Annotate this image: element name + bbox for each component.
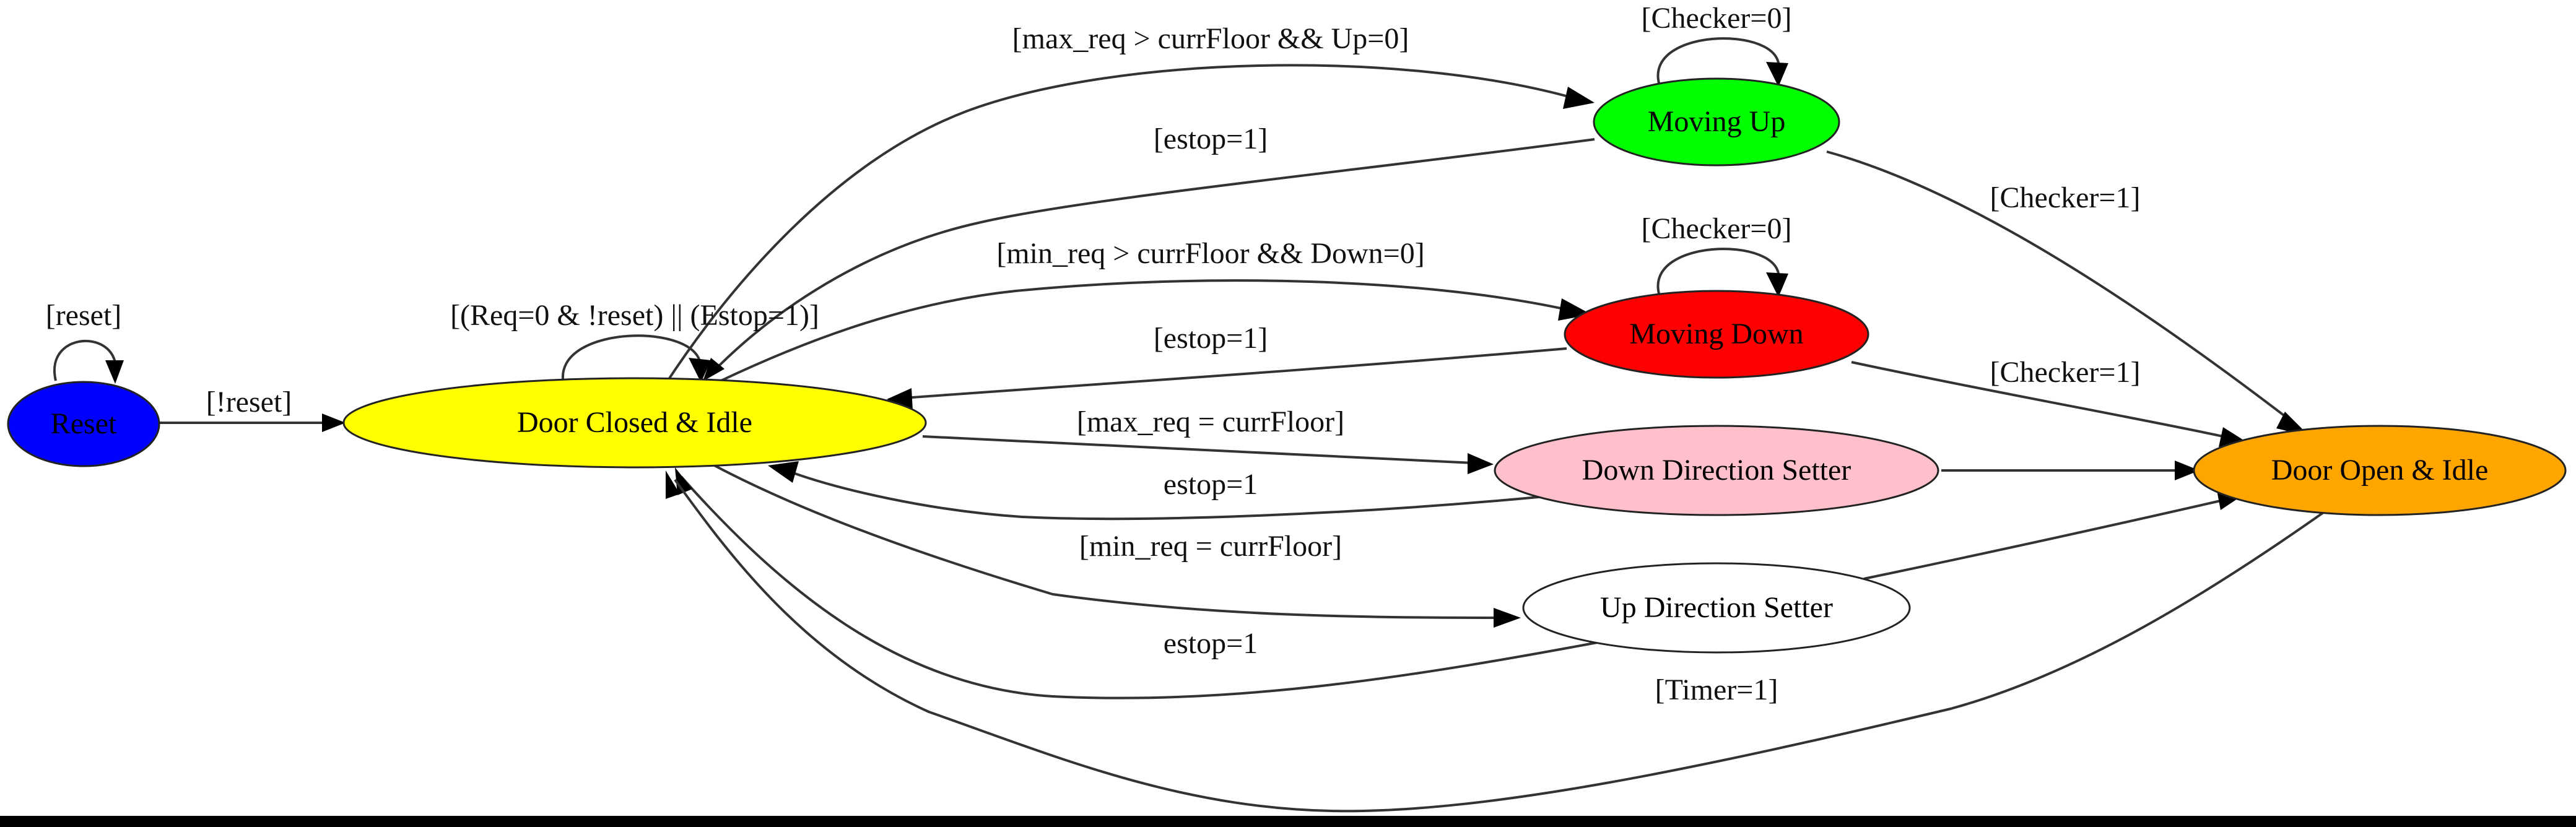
node-moving-down-label: Moving Down [1629, 318, 1803, 350]
edge-label-closed-self: [(Req=0 & !reset) || (Estop=1)] [450, 299, 819, 332]
edge-up-setter-to-closed [680, 475, 1604, 699]
edge-closed-to-up-setter [711, 463, 1499, 619]
edge-moving-up-to-open [1826, 150, 2292, 422]
node-door-closed-idle[interactable]: Door Closed & Idle [342, 377, 927, 469]
edge-label-closed-to-moving-down: [min_req > currFloor && Down=0] [996, 237, 1424, 270]
arrowhead-closed-to-moving-up [1563, 87, 1595, 109]
edge-moving-up-to-closed [711, 138, 1595, 374]
arrowhead-down-setter-to-open [2175, 461, 2200, 480]
node-moving-down-shape [1564, 290, 1869, 379]
node-reset-label: Reset [51, 407, 117, 440]
edge-label-moving-up-self: [Checker=0] [1642, 2, 1792, 35]
edge-closed-to-moving-up [664, 64, 1573, 385]
arrowhead-closed-self [689, 358, 711, 383]
arrowhead-closed-to-down-setter [1468, 453, 1494, 474]
edge-moving-down-self [1656, 248, 1780, 297]
edge-closed-self [561, 334, 702, 384]
edge-label-moving-up-to-closed: [estop=1] [1154, 123, 1268, 155]
edge-up-setter-to-open [1863, 499, 2224, 580]
node-up-direction-setter-label: Up Direction Setter [1600, 591, 1833, 624]
node-moving-up-shape [1593, 77, 1840, 167]
edge-closed-to-down-setter [922, 435, 1474, 464]
edge-label-reset-self: [reset] [46, 299, 122, 332]
edge-moving-down-to-closed [903, 347, 1567, 399]
node-door-open-idle-shape [2193, 425, 2567, 516]
edge-down-setter-to-closed [786, 469, 1546, 521]
node-moving-down[interactable]: Moving Down [1564, 290, 1869, 379]
edge-label-closed-to-moving-up: [max_req > currFloor && Up=0] [1012, 22, 1409, 55]
arrowhead-reset-to-closed [322, 413, 346, 432]
node-down-direction-setter-shape [1494, 425, 1939, 516]
node-down-direction-setter-label: Down Direction Setter [1582, 454, 1852, 487]
edge-label-up-setter-to-closed: estop=1 [1164, 627, 1258, 660]
arrowhead-moving-up-self [1766, 62, 1788, 87]
node-up-direction-setter-shape [1522, 562, 1911, 654]
edge-label-down-setter-to-closed: estop=1 [1164, 468, 1258, 501]
edge-label-moving-down-to-closed: [estop=1] [1154, 322, 1268, 355]
edge-moving-up-self [1656, 37, 1780, 86]
edge-closed-to-moving-down [718, 279, 1567, 383]
arrowhead-moving-down-to-closed [887, 388, 913, 410]
edge-label-moving-down-self: [Checker=0] [1642, 212, 1792, 245]
bottom-border-bar [0, 816, 2576, 827]
edge-label-reset-to-closed: [!reset] [206, 386, 292, 418]
arrowhead-closed-to-up-setter [1494, 608, 1521, 628]
node-door-open-idle[interactable]: Door Open & Idle [2193, 425, 2567, 516]
node-door-open-idle-label: Door Open & Idle [2271, 454, 2489, 487]
arrowhead-moving-up-to-closed [703, 358, 724, 381]
arrowhead-reset-self [105, 360, 124, 384]
node-door-closed-idle-label: Door Closed & Idle [517, 406, 752, 439]
arrowhead-up-setter-to-closed [675, 467, 692, 495]
arrowhead-down-setter-to-closed [768, 461, 799, 483]
edge-label-closed-to-down-setter: [max_req = currFloor] [1077, 405, 1344, 438]
arrowhead-open-to-closed [666, 470, 680, 499]
nodes: Reset Door Closed & Idle Moving Up Movin… [7, 77, 2567, 654]
arrowhead-moving-down-self [1766, 272, 1788, 297]
edge-label-moving-down-to-open: [Checker=1] [1990, 356, 2141, 389]
edge-open-to-closed [674, 478, 2325, 813]
edge-label-open-to-closed: [Timer=1] [1655, 673, 1778, 706]
edge-label-moving-up-to-open: [Checker=1] [1990, 181, 2141, 214]
node-reset-shape [7, 381, 160, 467]
node-moving-up-label: Moving Up [1648, 105, 1786, 138]
node-up-direction-setter[interactable]: Up Direction Setter [1522, 562, 1911, 654]
node-door-closed-idle-shape [342, 377, 927, 469]
node-moving-up[interactable]: Moving Up [1593, 77, 1840, 167]
node-down-direction-setter[interactable]: Down Direction Setter [1494, 425, 1939, 516]
edge-label-closed-to-up-setter: [min_req = currFloor] [1079, 530, 1342, 563]
edge-labels: [reset] [!reset] [(Req=0 & !reset) || (E… [46, 2, 2141, 706]
node-reset[interactable]: Reset [7, 381, 160, 467]
edge-moving-down-to-open [1851, 361, 2224, 438]
